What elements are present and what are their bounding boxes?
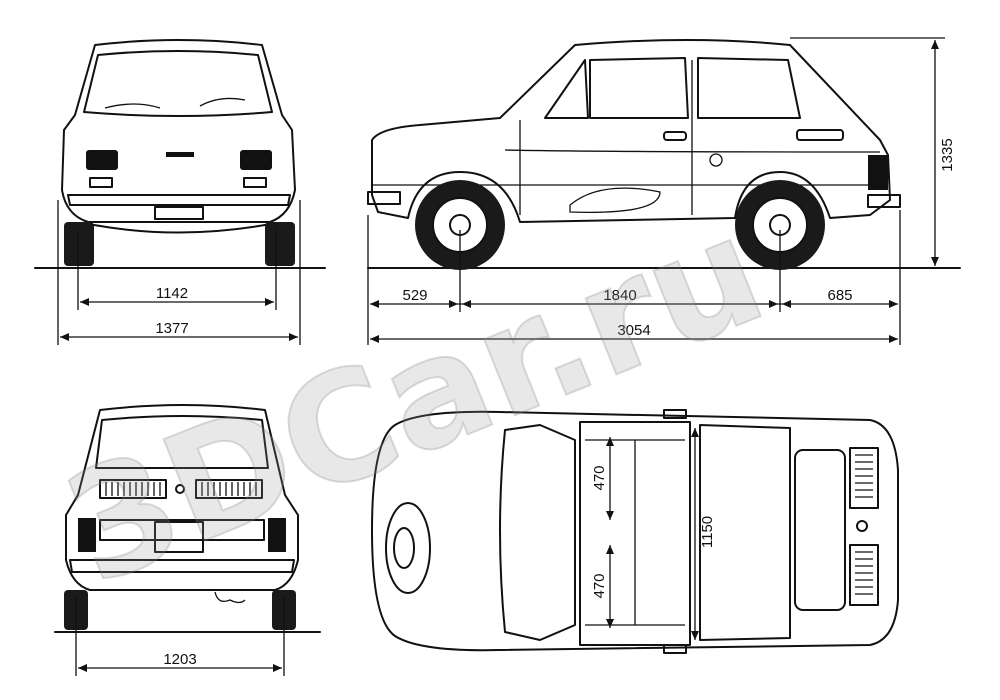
dim-interior-width: 1150 <box>699 516 716 548</box>
top-view: 470 470 1150 <box>371 409 899 654</box>
front-view: 1142 1377 <box>34 39 326 345</box>
rear-grille <box>99 479 263 499</box>
dim-seat-rear: 470 <box>591 573 608 598</box>
rear-view: 1203 <box>54 404 321 676</box>
dim-front-track: 1142 <box>156 285 188 302</box>
dim-rear-track: 1203 <box>163 651 196 668</box>
dim-overall-length: 3054 <box>617 322 650 339</box>
dim-seat-front: 470 <box>591 465 608 490</box>
dim-rear-overhang: 685 <box>827 287 852 304</box>
side-view: 529 1840 685 3054 1335 <box>367 37 961 345</box>
dim-front-overhang: 529 <box>402 287 427 304</box>
dim-height: 1335 <box>939 138 956 171</box>
dim-front-width: 1377 <box>155 320 188 337</box>
dim-wheelbase: 1840 <box>603 287 636 304</box>
